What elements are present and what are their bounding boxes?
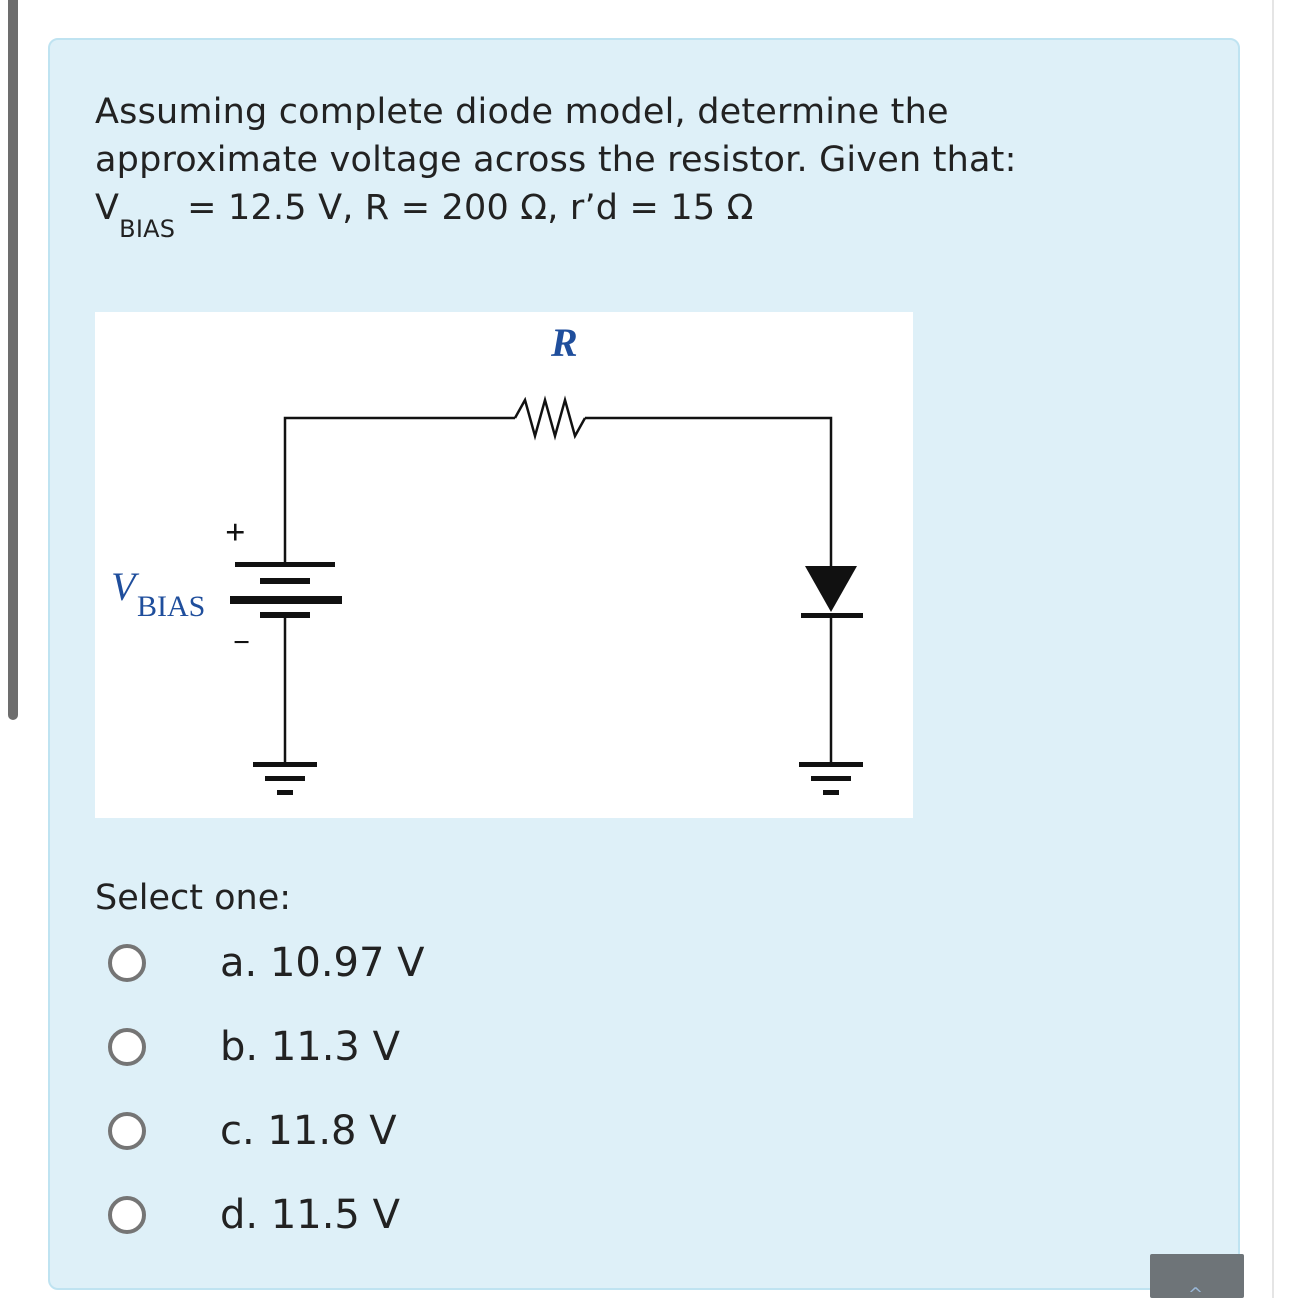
question-line-2: approximate voltage across the resistor.… <box>95 140 1017 180</box>
ground-right <box>799 762 863 795</box>
radio-button[interactable] <box>108 1112 146 1150</box>
radio-button[interactable] <box>108 944 146 982</box>
resistor-label: R <box>550 320 578 365</box>
left-scrollbar[interactable] <box>8 0 18 720</box>
source-label-v: V <box>111 564 140 609</box>
option-d[interactable]: d. 11.5 V <box>108 1190 708 1250</box>
diode-symbol <box>801 566 863 618</box>
vbias-symbol: V <box>95 188 120 228</box>
wire-right-top <box>585 416 833 572</box>
radio-button[interactable] <box>108 1196 146 1234</box>
circuit-figure: R + − V BIAS <box>95 312 913 818</box>
minus-sign: − <box>233 626 250 659</box>
option-c[interactable]: c. 11.8 V <box>108 1106 708 1166</box>
question-line-1: Assuming complete diode model, determine… <box>95 92 949 132</box>
select-one-label: Select one: <box>95 878 292 918</box>
option-label[interactable]: c. 11.8 V <box>220 1108 397 1154</box>
radio-button[interactable] <box>108 1028 146 1066</box>
battery-symbol <box>230 562 342 618</box>
resistor-symbol <box>513 395 587 441</box>
chevron-up-icon: ^ <box>1188 1284 1204 1298</box>
question-card: Assuming complete diode model, determine… <box>48 38 1240 1290</box>
source-label-sub: BIAS <box>137 590 205 623</box>
circuit-diagram: R + − V BIAS <box>111 320 863 795</box>
vbias-subscript: BIAS <box>119 215 176 243</box>
ground-left <box>253 762 317 795</box>
option-b[interactable]: b. 11.3 V <box>108 1022 708 1082</box>
wire-left-top <box>283 416 515 562</box>
given-values: = 12.5 V, R = 200 Ω, r’d = 15 Ω <box>187 188 754 228</box>
option-label[interactable]: a. 10.97 V <box>220 940 425 986</box>
option-label[interactable]: d. 11.5 V <box>220 1192 400 1238</box>
option-label[interactable]: b. 11.3 V <box>220 1024 400 1070</box>
right-divider <box>1272 0 1274 1298</box>
option-a[interactable]: a. 10.97 V <box>108 938 708 998</box>
scroll-to-top-button[interactable]: ^ <box>1150 1254 1244 1298</box>
plus-sign: + <box>225 512 246 552</box>
question-text: Assuming complete diode model, determine… <box>95 88 1175 243</box>
question-line-3: VBIAS = 12.5 V, R = 200 Ω, r’d = 15 Ω <box>95 184 1175 243</box>
